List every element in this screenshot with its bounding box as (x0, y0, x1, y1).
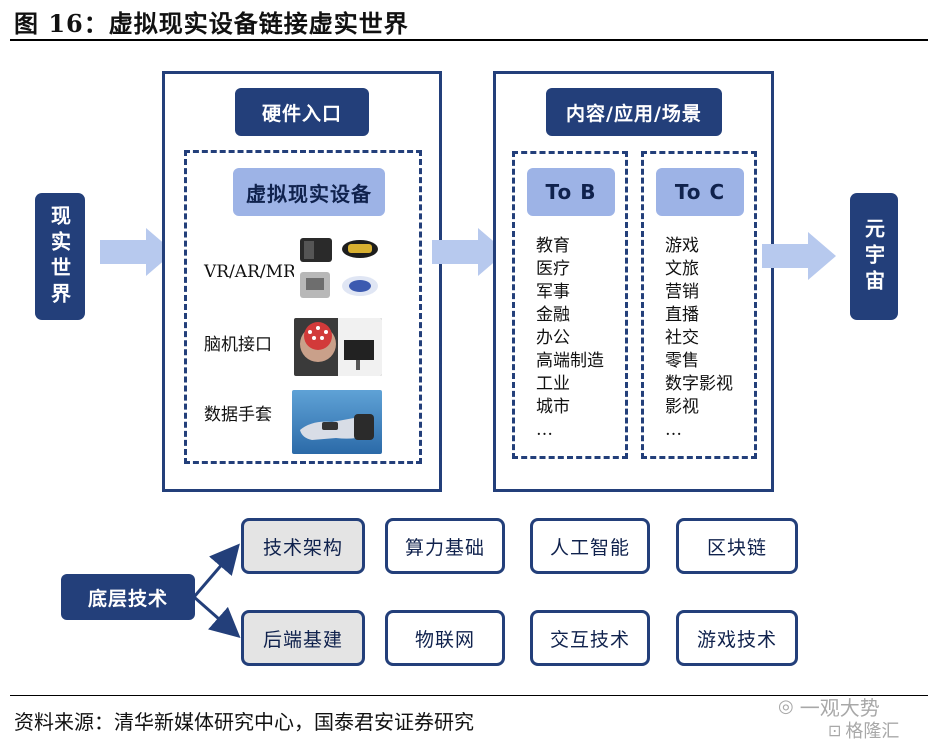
ai-box: 人工智能 (530, 518, 650, 574)
tech-label: 物联网 (414, 628, 475, 651)
vr-headsets-image (294, 232, 382, 302)
list-item: 文旅 (665, 259, 699, 279)
tech-architecture-box: 技术架构 (241, 518, 365, 574)
branch-arrows-icon (192, 543, 241, 638)
to-b-list: 教育 医疗 军事 金融 办公 高端制造 工业 城市 … (536, 235, 604, 442)
list-item: 工业 (536, 374, 570, 394)
game-tech-box: 游戏技术 (676, 610, 798, 666)
vr-devices-header-label: 虚拟现实设备 (246, 181, 372, 206)
vr-devices-header: 虚拟现实设备 (233, 168, 385, 216)
iot-box: 物联网 (385, 610, 505, 666)
content-header-label: 内容/应用/场景 (566, 102, 702, 125)
interaction-tech-box: 交互技术 (530, 610, 650, 666)
to-b-dashed-group (512, 151, 628, 459)
list-item: 数字影视 (665, 374, 733, 394)
content-panel (493, 71, 774, 492)
watermark-line1: 一观大势 (799, 696, 880, 720)
watermark-line2: 格隆汇 (845, 721, 900, 742)
hardware-header-label: 硬件入口 (261, 102, 342, 125)
metaverse-label: 元宇宙 (861, 217, 886, 296)
real-world-node: 现实世界 (35, 193, 85, 320)
tech-label: 区块链 (706, 536, 767, 559)
list-item: 游戏 (665, 236, 699, 256)
data-glove-image (292, 390, 382, 454)
tech-label: 后端基建 (262, 628, 343, 651)
to-b-header: To B (527, 168, 615, 216)
list-item: 直播 (665, 305, 699, 325)
blockchain-box: 区块链 (676, 518, 798, 574)
list-item: 医疗 (536, 259, 570, 279)
backend-infra-box: 后端基建 (241, 610, 365, 666)
tech-label: 游戏技术 (696, 628, 777, 651)
list-item: … (536, 420, 553, 440)
to-c-header: To C (656, 168, 744, 216)
tech-label: 算力基础 (404, 536, 485, 559)
footer-divider (10, 695, 928, 696)
title-divider (10, 39, 928, 41)
watermark: ◎ 一观大势 ⊡ 格隆汇 (778, 692, 899, 743)
list-item: 军事 (536, 282, 570, 302)
tech-label: 交互技术 (549, 628, 630, 651)
list-item: 零售 (665, 351, 699, 371)
hw-item-vr-ar-mr: VR/AR/MR (204, 262, 296, 282)
list-item: 办公 (536, 328, 570, 348)
hardware-dashed-group (184, 150, 422, 464)
brand-logo-icon: ⊡ (828, 720, 842, 740)
wechat-icon: ◎ (778, 696, 794, 717)
arrow-right-icon (432, 228, 506, 276)
source-note: 资料来源：清华新媒体研究中心，国泰君安证券研究 (14, 710, 474, 734)
arrow-right-icon (762, 232, 836, 280)
to-c-dashed-group (641, 151, 757, 459)
list-item: 营销 (665, 282, 699, 302)
list-item: 高端制造 (536, 351, 604, 371)
tech-label: 技术架构 (262, 536, 343, 559)
base-tech-label: 底层技术 (87, 587, 168, 610)
real-world-label: 现实世界 (47, 204, 72, 309)
hardware-header: 硬件入口 (235, 88, 369, 136)
list-item: 城市 (536, 397, 570, 417)
computing-power-box: 算力基础 (385, 518, 505, 574)
list-item: 教育 (536, 236, 570, 256)
list-item: 影视 (665, 397, 699, 417)
list-item: 金融 (536, 305, 570, 325)
to-b-header-label: To B (545, 180, 597, 204)
arrow-right-icon (100, 228, 174, 276)
hw-item-brain-computer: 脑机接口 (204, 335, 272, 355)
base-tech-node: 底层技术 (61, 574, 195, 620)
content-header: 内容/应用/场景 (546, 88, 722, 136)
to-c-header-label: To C (674, 180, 726, 204)
brain-computer-image (294, 318, 382, 376)
figure-title: 图 16：虚拟现实设备链接虚实世界 (14, 9, 409, 38)
metaverse-node: 元宇宙 (850, 193, 898, 320)
to-c-list: 游戏 文旅 营销 直播 社交 零售 数字影视 影视 … (665, 235, 733, 442)
list-item: 社交 (665, 328, 699, 348)
tech-label: 人工智能 (549, 536, 630, 559)
list-item: … (665, 420, 682, 440)
hw-item-data-glove: 数据手套 (204, 405, 272, 425)
